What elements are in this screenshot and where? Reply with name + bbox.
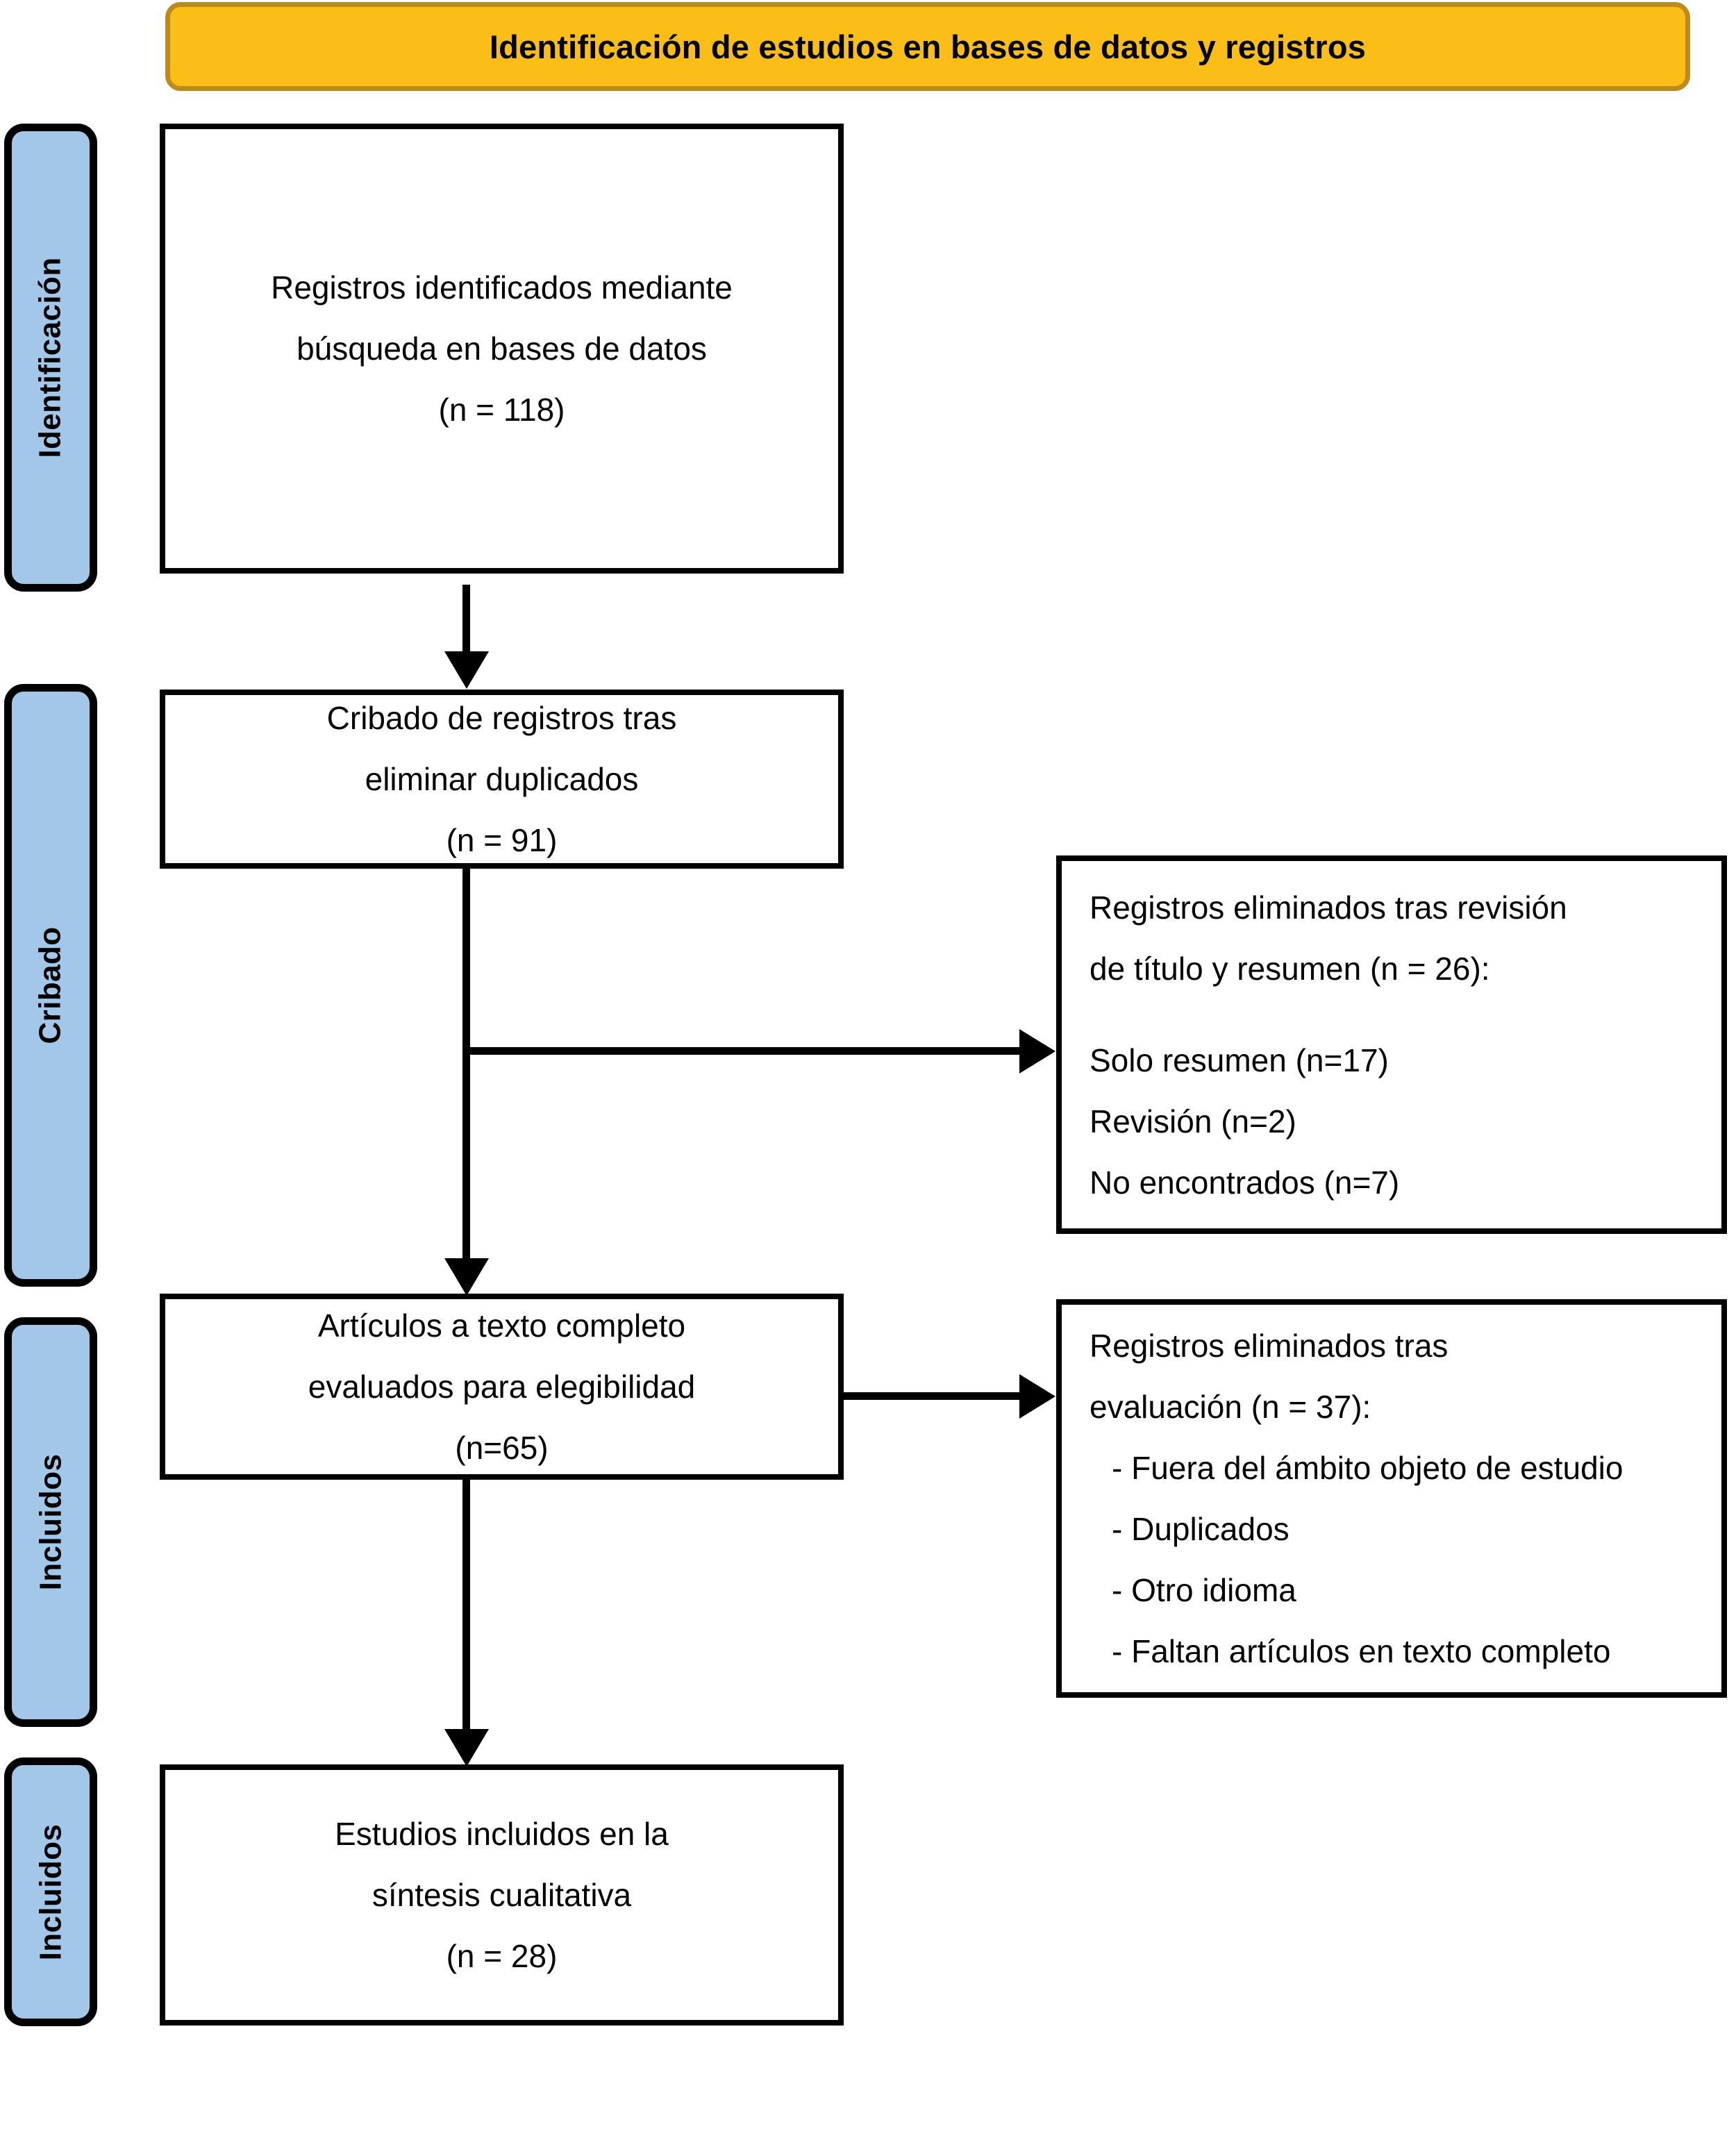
arrowhead-right-icon	[1019, 1029, 1055, 1074]
box-line: de título y resumen (n = 26):	[1090, 950, 1490, 987]
box-records-excluded-screening: Registros eliminados tras revisión de tí…	[1056, 855, 1727, 1234]
stage-label-text: Identificación	[33, 257, 68, 458]
box-line-bullet: - Duplicados	[1112, 1511, 1290, 1547]
arrowhead-down-icon	[444, 1729, 489, 1767]
box-line: Registros eliminados tras	[1090, 1328, 1449, 1364]
box-line: Cribado de registros tras	[326, 700, 677, 736]
stage-label-cribado: Cribado	[4, 684, 97, 1287]
box-line: Registros eliminados tras revisión	[1090, 889, 1567, 926]
box-line: Revisión (n=2)	[1090, 1103, 1296, 1139]
arrowhead-down-icon	[444, 651, 489, 689]
stage-label-text: Incluidos	[33, 1823, 68, 1960]
box-line-bullet: - Otro idioma	[1112, 1572, 1296, 1608]
box-line: (n=65)	[455, 1430, 549, 1466]
box-line: eliminar duplicados	[365, 761, 639, 797]
box-records-excluded-eligibility: Registros eliminados tras evaluación (n …	[1056, 1299, 1727, 1698]
arrowhead-right-icon	[1019, 1374, 1055, 1419]
stage-label-text: Incluidos	[33, 1453, 68, 1591]
box-records-screened: Cribado de registros tras eliminar dupli…	[160, 690, 844, 869]
box-records-identified: Registros identificados mediante búsqued…	[160, 124, 844, 574]
box-line-bullet: - Fuera del ámbito objeto de estudio	[1112, 1450, 1624, 1486]
arrowhead-down-icon	[444, 1258, 489, 1296]
stage-label-incluidos-2: Incluidos	[4, 1757, 97, 2026]
stage-label-identificacion: Identificación	[4, 124, 97, 592]
box-line-bullet: - Faltan artículos en texto completo	[1112, 1633, 1611, 1669]
box-line: No encontrados (n=7)	[1090, 1164, 1400, 1201]
stage-label-text: Cribado	[33, 926, 67, 1044]
box-line: (n = 118)	[438, 392, 565, 428]
connector-screening-to-excluded	[462, 1047, 1021, 1055]
box-line: Estudios incluidos en la	[335, 1816, 669, 1852]
connector-eligibility-to-included	[462, 1476, 470, 1754]
box-line: evaluación (n = 37):	[1090, 1389, 1371, 1425]
box-line: Registros identificados mediante	[271, 269, 733, 306]
box-line: búsqueda en bases de datos	[297, 331, 707, 367]
box-line: síntesis cualitativa	[372, 1877, 632, 1913]
box-line: Artículos a texto completo	[317, 1308, 686, 1344]
stage-label-incluidos-1: Incluidos	[4, 1317, 97, 1727]
box-line: (n = 91)	[446, 822, 558, 858]
box-line: evaluados para elegibilidad	[308, 1369, 696, 1405]
connector-eligibility-to-excluded	[844, 1392, 1021, 1400]
connector-screening-trunk	[462, 865, 470, 1275]
connector-identification-to-screening	[462, 585, 470, 668]
diagram-title-text: Identificación de estudios en bases de d…	[489, 28, 1367, 65]
box-studies-included: Estudios incluidos en la síntesis cualit…	[160, 1764, 844, 2026]
box-line: (n = 28)	[446, 1938, 558, 1974]
box-line: Solo resumen (n=17)	[1090, 1042, 1389, 1078]
box-fulltext-assessed: Artículos a texto completo evaluados par…	[160, 1294, 844, 1480]
diagram-title-banner: Identificación de estudios en bases de d…	[165, 2, 1690, 91]
